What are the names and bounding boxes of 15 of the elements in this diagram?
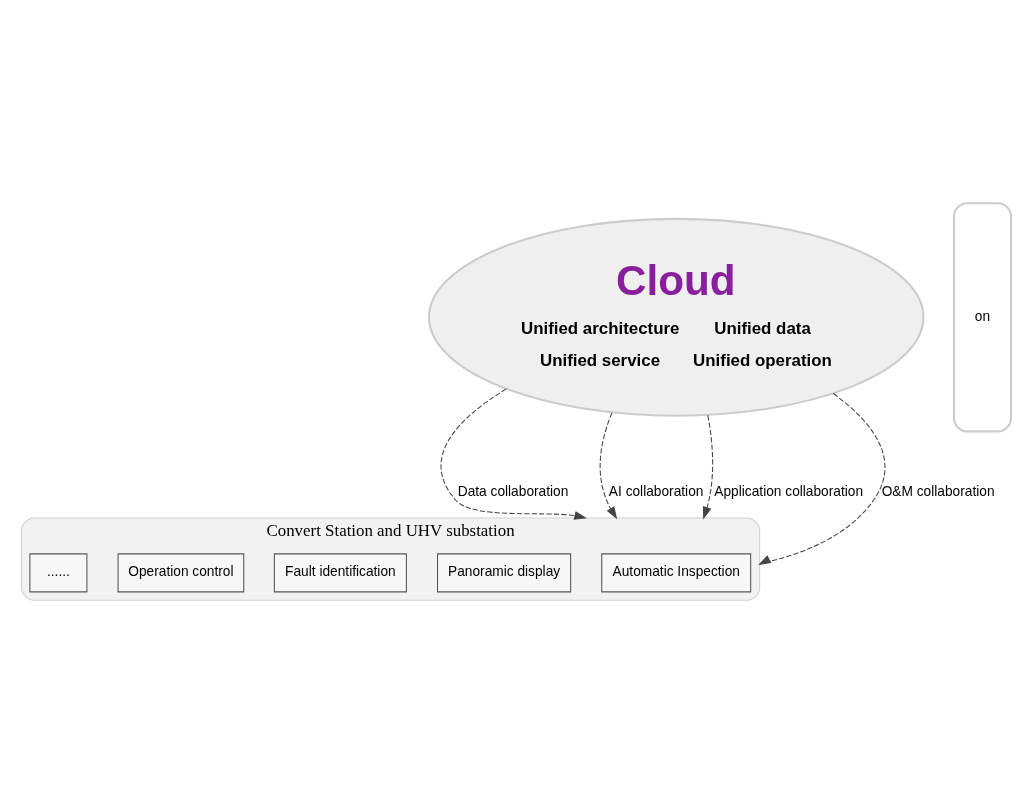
edge-label: AI collaboration (608, 483, 704, 499)
arrow (758, 392, 886, 565)
node-ellipse: Cloud Unified architecture Unified data Unified service Unified operation (427, 217, 925, 417)
arrow (440, 387, 587, 520)
node-box: Automatic Inspection (601, 552, 752, 592)
node-box: Operation control (117, 552, 245, 592)
node-box: Panoramic display (437, 552, 572, 592)
node-box: Fault identification (273, 552, 407, 592)
node-box: on (952, 201, 1013, 432)
edge-label: Data collaboration (457, 483, 569, 499)
edge-label: Application collaboration (714, 483, 864, 499)
arrow (702, 414, 714, 519)
node-box: ...... (29, 552, 88, 592)
arrow (599, 411, 618, 519)
edge-label: O&M collaboration (881, 483, 995, 499)
